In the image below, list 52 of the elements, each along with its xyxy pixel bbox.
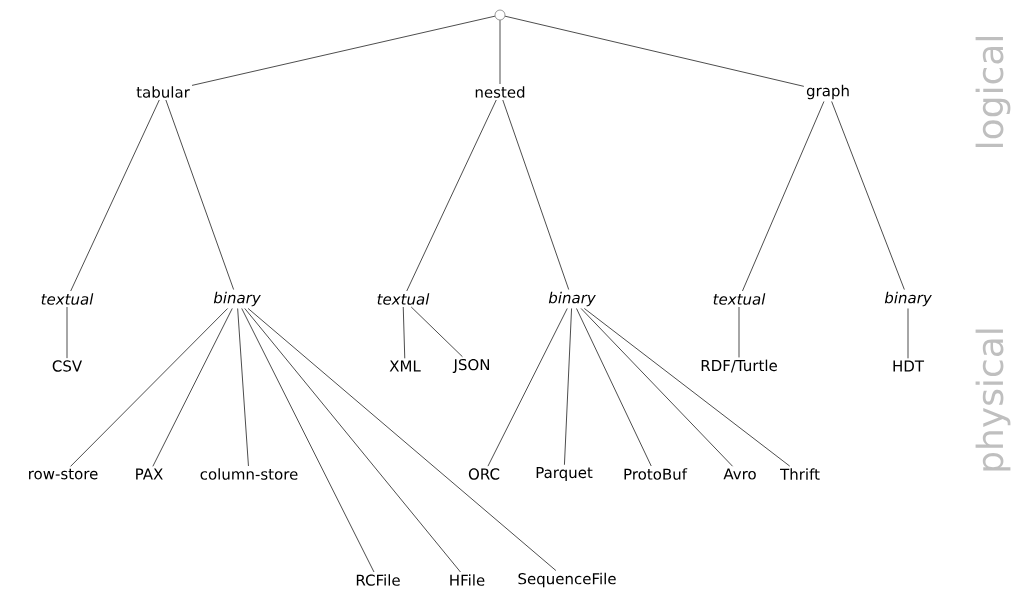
tree-line	[66, 306, 68, 359]
leaf-label: Thrift	[780, 468, 820, 480]
category-label: binary	[213, 291, 261, 307]
leaf-label: CSV	[52, 360, 82, 372]
leaf-label: row-store	[29, 468, 98, 480]
category-label: textual	[41, 293, 94, 305]
tree-line	[406, 99, 497, 292]
tree-line	[70, 99, 160, 292]
tree-line	[165, 99, 234, 290]
tree-line	[738, 306, 740, 358]
tree-line	[247, 308, 557, 571]
tree-line	[564, 308, 572, 466]
tree-line	[152, 308, 233, 467]
leaf-label: XML	[389, 360, 421, 372]
category-label: binary	[548, 291, 596, 307]
tree-line	[831, 101, 905, 290]
leaf-label: ProtoBuf	[624, 468, 688, 480]
tree-line	[580, 308, 733, 467]
category-label: binary	[884, 291, 932, 307]
tree-line	[191, 15, 496, 86]
tree-line	[410, 306, 463, 358]
tree-line	[742, 101, 825, 292]
tree-line	[499, 19, 501, 85]
group-label: tabular	[136, 86, 190, 98]
leaf-label: Avro	[723, 468, 756, 480]
tree-line	[70, 308, 228, 467]
tree-line	[237, 308, 249, 467]
layer-label: physical	[975, 329, 1011, 471]
tree-line	[244, 308, 461, 573]
tree-line	[583, 308, 791, 467]
leaf-label: HDT	[893, 360, 925, 372]
tree-line	[502, 99, 570, 290]
category-label: textual	[377, 293, 430, 305]
leaf-label: PAX	[136, 468, 163, 480]
tree-line	[487, 308, 568, 467]
tree-line	[907, 308, 909, 359]
tree-line	[241, 308, 375, 573]
group-label: graph	[806, 84, 849, 100]
category-label: textual	[713, 293, 766, 305]
tree-line	[504, 15, 805, 87]
layer-label: logical	[975, 37, 1011, 147]
leaf-label: JSON	[452, 358, 489, 374]
tree-line	[402, 306, 406, 359]
leaf-label: RDF/Turtle	[701, 359, 777, 373]
leaf-label: column-store	[200, 468, 298, 480]
group-label: nested	[475, 86, 525, 98]
tree-line	[576, 308, 652, 467]
leaf-label: RCFile	[356, 574, 400, 586]
leaf-label: ORC	[468, 468, 500, 480]
leaf-label: SequenceFile	[518, 572, 616, 588]
leaf-label: HFile	[450, 574, 485, 586]
leaf-label: Parquet	[536, 467, 593, 482]
